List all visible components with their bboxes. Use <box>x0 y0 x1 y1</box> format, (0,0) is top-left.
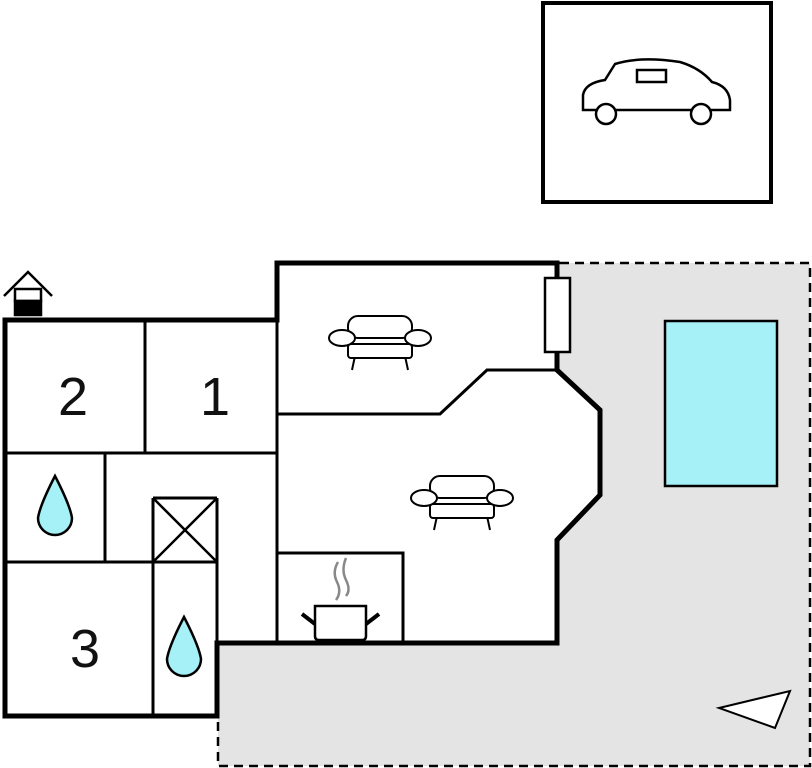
water-drop-icon <box>36 473 74 537</box>
garage <box>541 1 773 204</box>
sofa-icon <box>328 315 432 371</box>
water-drop-icon <box>165 614 203 678</box>
window <box>543 276 572 354</box>
cooking-pot-icon <box>300 557 381 642</box>
outer-walls <box>2 260 603 719</box>
shaft-icon <box>152 497 218 563</box>
north-arrow-icon <box>715 689 792 730</box>
room-label-1: 1 <box>200 367 230 427</box>
room-label-3: 3 <box>70 619 100 679</box>
car-icon <box>581 58 732 126</box>
sofa-icon <box>410 475 514 531</box>
swimming-pool <box>663 319 779 488</box>
entrance-house-icon <box>3 270 53 317</box>
room-label-2: 2 <box>58 367 88 427</box>
